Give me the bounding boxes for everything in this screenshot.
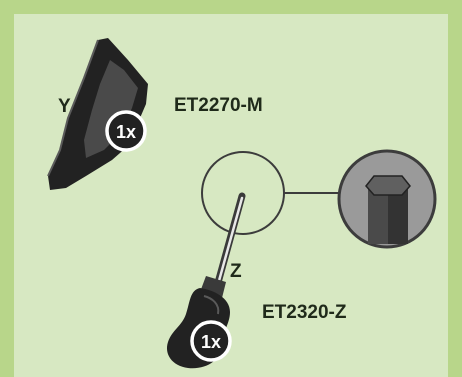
bracket-face <box>84 60 138 158</box>
screwdriver-part-number: ET2320-Z <box>262 302 347 323</box>
hex-detail-view <box>337 149 437 249</box>
screwdriver-shaft-highlight <box>215 196 244 290</box>
bracket-part <box>47 38 148 190</box>
bracket-part-number: ET2270-M <box>174 95 263 116</box>
screwdriver-quantity-badge: 1x <box>190 320 232 362</box>
screwdriver-badge-circle <box>190 320 232 362</box>
bracket-edge <box>47 39 99 177</box>
bracket-letter: Y <box>58 96 71 117</box>
hex-top-face <box>365 175 411 196</box>
screwdriver-quantity-label: 1x <box>201 332 221 352</box>
bracket-quantity-badge: 1x <box>105 110 147 152</box>
hex-shaft-shade <box>388 186 408 244</box>
bracket-quantity-label: 1x <box>116 122 136 142</box>
screwdriver-letter: Z <box>230 261 242 282</box>
bracket-badge-circle <box>105 110 147 152</box>
screwdriver-handle-highlight <box>203 295 220 315</box>
